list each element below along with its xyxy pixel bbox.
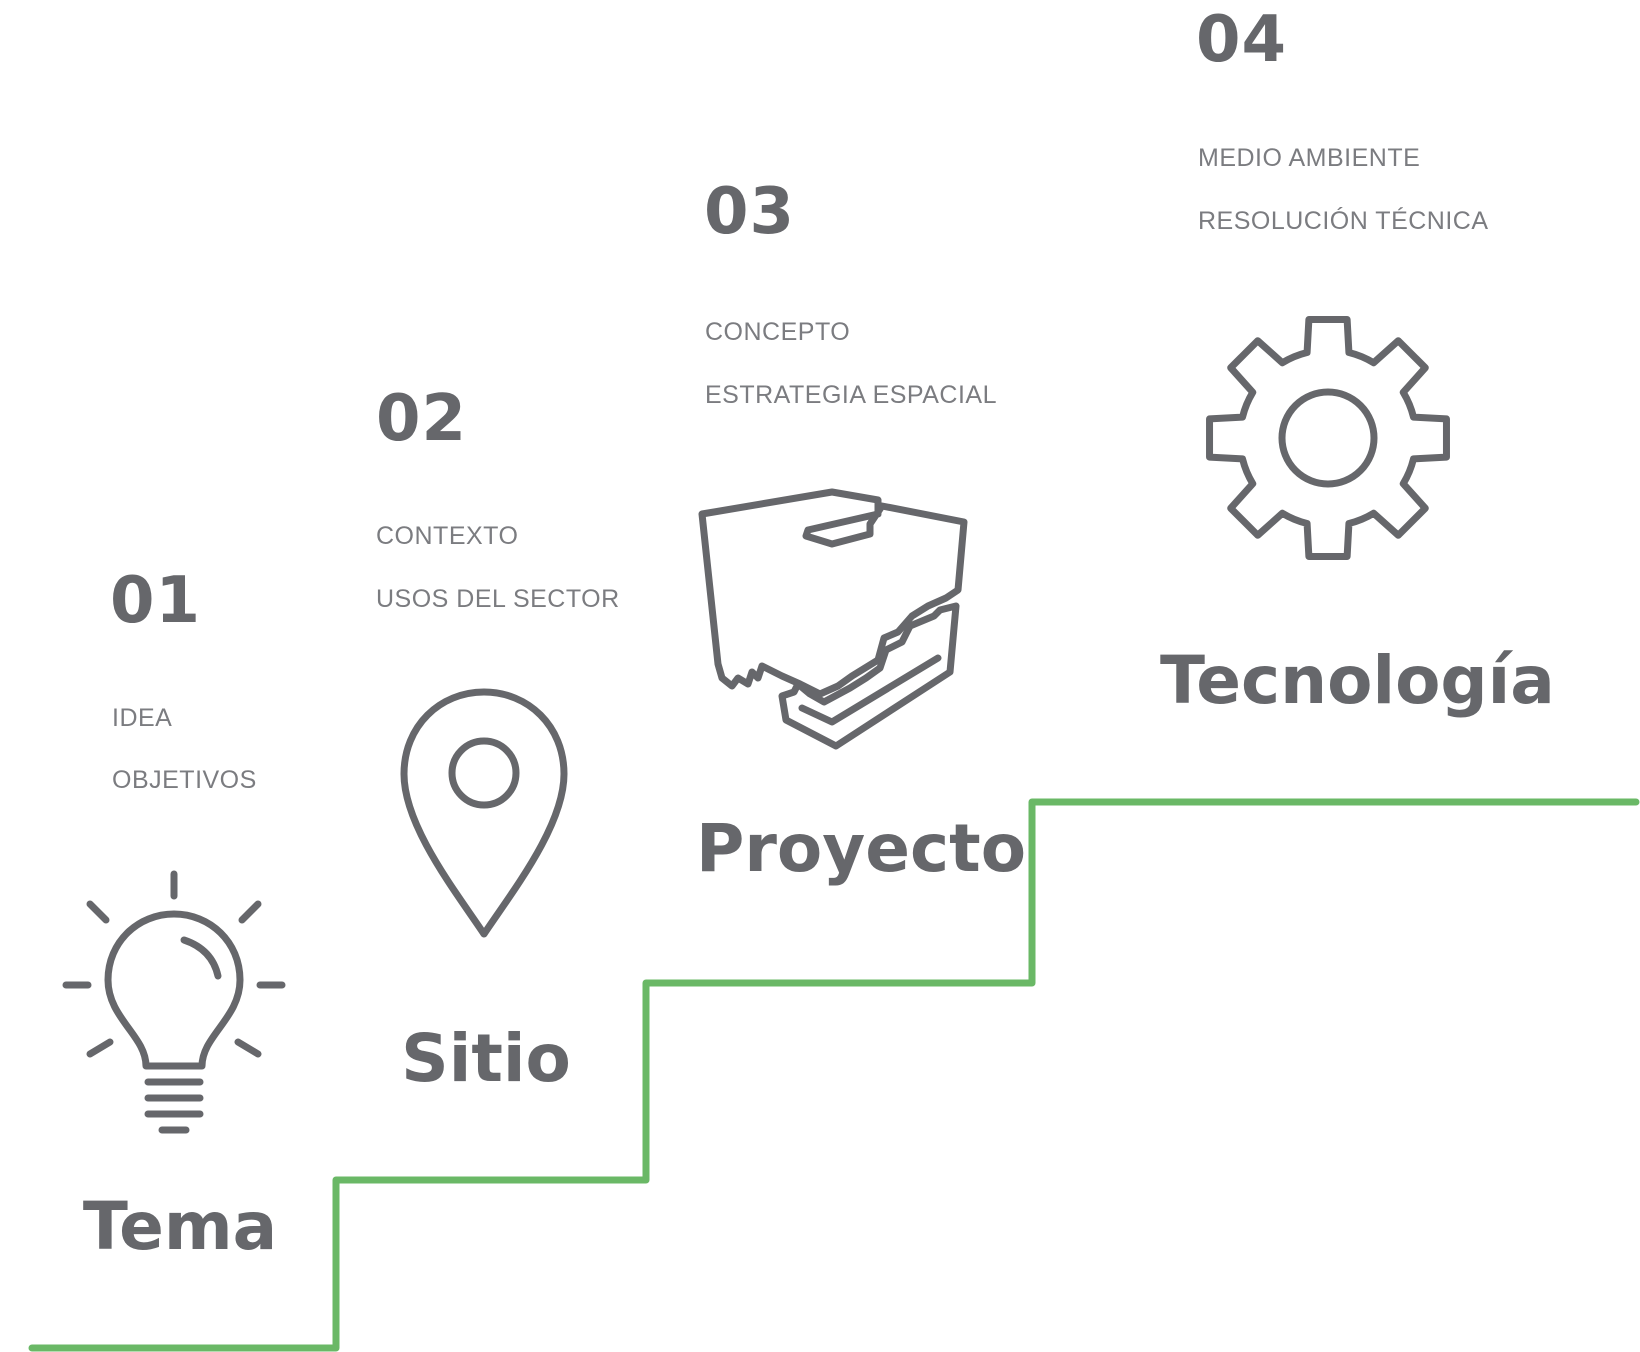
step-01-item-idea: IDEA [112,704,173,732]
step-02-item-contexto: CONTEXTO [376,522,519,550]
step-03-title: Proyecto [696,810,1027,887]
step-02-item-usos: USOS DEL SECTOR [376,585,620,613]
step-03-item-estrategia: ESTRATEGIA ESPACIAL [705,381,997,409]
building-block-icon [698,488,968,750]
step-number-03: 03 [704,175,796,249]
step-number-02: 02 [376,382,468,456]
step-02-title: Sitio [401,1020,571,1097]
step-04-item-medio-ambiente: MEDIO AMBIENTE [1198,144,1421,172]
step-number-01: 01 [110,564,202,638]
step-04-item-resolucion: RESOLUCIÓN TÉCNICA [1198,207,1489,235]
step-04-title: Tecnología [1160,642,1555,719]
step-03-item-concepto: CONCEPTO [705,318,851,346]
map-pin-icon [400,688,568,938]
gear-icon [1206,316,1450,560]
step-01-item-objetivos: OBJETIVOS [112,766,257,794]
lightbulb-icon [62,870,286,1134]
step-number-04: 04 [1196,3,1288,77]
step-01-title: Tema [82,1188,278,1265]
